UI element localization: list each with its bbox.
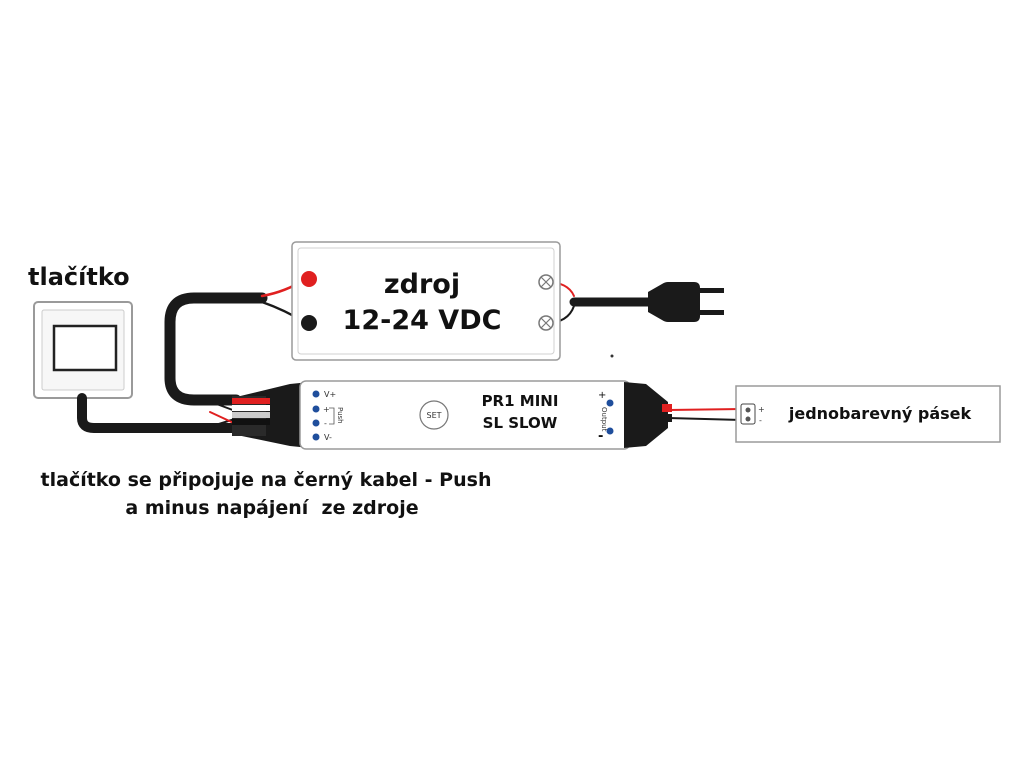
pin-vplus-dot: [312, 390, 320, 398]
output-wire-black: [667, 417, 743, 421]
power-supply-label-line1: zdroj: [384, 269, 460, 300]
controller: [232, 380, 672, 450]
controller-name-line1: PR1 MINI: [482, 392, 559, 410]
out-minus-dot: [606, 427, 614, 435]
button-cable: [77, 393, 237, 433]
power-supply-label-line2: 12-24 VDC: [343, 305, 502, 336]
out-plus-dot: [606, 399, 614, 407]
out-label: Output: [600, 407, 608, 432]
led-strip-minus: -: [759, 416, 762, 425]
controller-name-line2: SL SLOW: [483, 414, 558, 432]
out-plus-label: +: [598, 390, 606, 401]
caption-line2: a minus napájení ze zdroje: [125, 497, 418, 519]
led-strip-plus: +: [758, 405, 765, 414]
pin-plus-label: +: [323, 405, 330, 414]
supply-ac-terminal-2: [538, 315, 554, 331]
pin-vminus-label: V-: [324, 433, 332, 442]
set-button-label: SET: [426, 411, 441, 420]
supply-terminal-plus: [301, 271, 317, 287]
pin-plus-dot: [312, 405, 320, 413]
caption-line1: tlačítko se připojuje na černý kabel - P…: [41, 469, 492, 491]
pin-vplus-label: V+: [324, 390, 336, 399]
power-supply: [291, 241, 561, 361]
pin-minus-dot: [312, 419, 320, 427]
wall-button: [33, 301, 133, 399]
out-minus-label: -: [598, 429, 603, 444]
pin-push-label: Push: [336, 407, 344, 424]
mains-plug-icon: [648, 282, 724, 322]
led-strip-label: jednobarevný pásek: [788, 404, 972, 423]
supply-ac-terminal-1: [538, 274, 554, 290]
supply-cable: [164, 292, 268, 406]
led-strip-connector: [740, 403, 756, 425]
pin-minus-label: -: [324, 419, 327, 428]
set-button: [419, 400, 449, 430]
wires: [77, 277, 743, 433]
led-strip: [735, 385, 1001, 443]
supply-terminal-minus: [301, 315, 317, 331]
pin-vminus-dot: [312, 433, 320, 441]
output-wire-red: [667, 408, 743, 411]
button-title: tlačítko: [28, 263, 130, 291]
